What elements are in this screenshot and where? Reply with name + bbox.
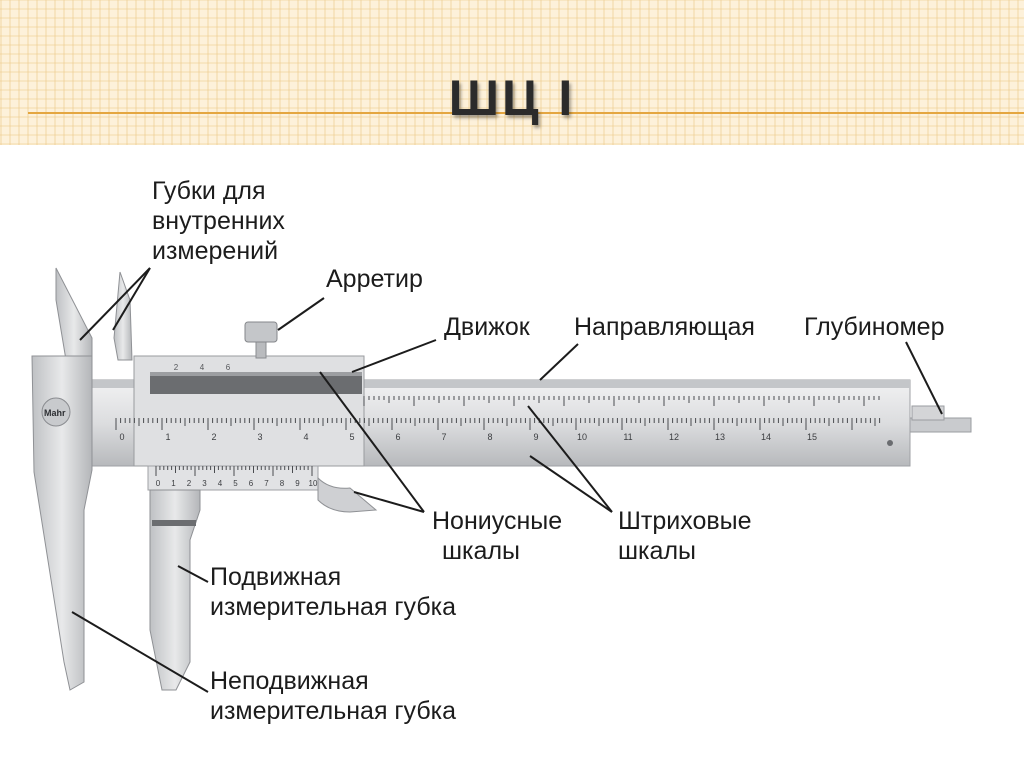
label-lock: Арретир (326, 265, 423, 293)
leader-lines (71, 267, 943, 693)
label-depth-gauge: Глубиномер (804, 313, 945, 341)
label-vernier-scales: Нониусные шкалы (432, 507, 563, 565)
main-scale-number: 8 (487, 432, 492, 442)
label-beam: Направляющая (574, 313, 755, 341)
lock-screw (255, 339, 267, 359)
fixed-inner-jaw (55, 267, 93, 361)
main-scale-number: 4 (303, 432, 308, 442)
main-scale-number: 5 (349, 432, 354, 442)
main-scale-number: 14 (761, 432, 771, 442)
movable-jaw (149, 489, 201, 691)
vernier-scale (155, 466, 313, 476)
main-scale-number: 15 (807, 432, 817, 442)
slide-title: ШЦ I (448, 70, 576, 126)
vernier-number: 4 (218, 479, 223, 488)
label-movable-jaw: Подвижная измерительная губка (210, 563, 457, 621)
slider-numbers: 2 4 6 (174, 363, 231, 372)
slider-number: 2 (174, 363, 179, 372)
vernier-numbers: 0 1 2 3 4 5 6 7 8 9 10 (156, 479, 318, 488)
main-scale-number: 7 (441, 432, 446, 442)
movable-inner-jaw (113, 271, 133, 361)
vernier-number: 7 (264, 479, 269, 488)
thumb-rest (317, 476, 378, 513)
label-fixed-jaw: Неподвижная измерительная губка (210, 667, 457, 725)
main-scale-number: 13 (715, 432, 725, 442)
vernier-number: 0 (156, 479, 161, 488)
vernier-number: 5 (233, 479, 238, 488)
brand-logo: Mahr (44, 408, 66, 418)
main-scale-number: 6 (395, 432, 400, 442)
main-scale-number: 11 (623, 432, 632, 442)
title-banner: ШЦ I (0, 0, 1024, 145)
label-inner-jaws: Губки для внутренних измерений (152, 177, 285, 265)
slider-number: 4 (200, 363, 205, 372)
vernier-number: 2 (187, 479, 192, 488)
slider-number: 6 (226, 363, 231, 372)
vernier-number: 8 (280, 479, 285, 488)
main-scale-number: 10 (577, 432, 587, 442)
vernier-number: 3 (202, 479, 207, 488)
vernier-number: 6 (249, 479, 254, 488)
label-slider: Движок (444, 313, 530, 341)
main-scale-number: 2 (211, 432, 216, 442)
vernier-number: 10 (309, 479, 318, 488)
fixed-jaw (31, 355, 93, 691)
vernier-number: 1 (171, 479, 176, 488)
main-scale-bottom (115, 418, 881, 430)
main-scale-number: 0 (119, 432, 124, 442)
main-scale-top (363, 396, 880, 406)
main-scale-number: 9 (533, 432, 538, 442)
title-underline (28, 112, 1024, 114)
vernier-number: 9 (295, 479, 300, 488)
main-scale-number: 1 (165, 432, 170, 442)
main-scale-number: 12 (669, 432, 679, 442)
main-scale-number: 3 (257, 432, 262, 442)
label-main-scales: Штриховые шкалы (618, 507, 752, 565)
